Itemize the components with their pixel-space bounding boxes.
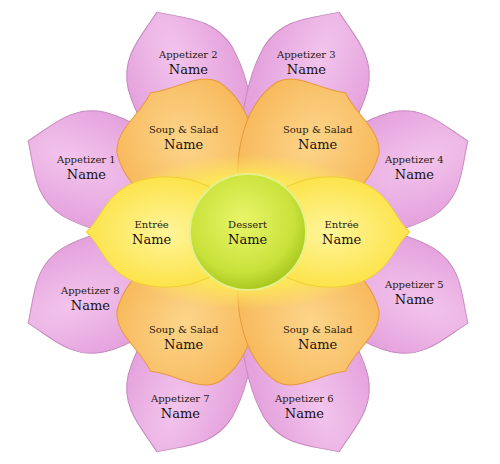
course-label: Appetizer 3	[277, 48, 336, 61]
course-label: Soup & Salad	[283, 123, 352, 136]
guest-name: Name	[277, 61, 336, 78]
appetizer-petal: Appetizer 4Name	[381, 151, 448, 185]
appetizer-petal: Appetizer 3Name	[273, 46, 340, 80]
course-label: Appetizer 2	[159, 48, 218, 61]
soup-salad-petal: Soup & SaladName	[145, 321, 222, 355]
course-label: Entrée	[322, 218, 361, 231]
entree-petal: EntréeName	[128, 216, 175, 250]
appetizer-petal: Appetizer 1Name	[53, 151, 120, 185]
course-label: Appetizer 7	[151, 392, 210, 405]
soup-salad-petal: Soup & SaladName	[145, 121, 222, 155]
appetizer-petal: Appetizer 6Name	[271, 390, 338, 424]
course-label: Soup & Salad	[283, 323, 352, 336]
entree-petal: EntréeName	[318, 216, 365, 250]
course-label: Appetizer 6	[275, 392, 334, 405]
dessert-circle: DessertName	[224, 216, 271, 250]
guest-name: Name	[283, 136, 352, 153]
course-label: Dessert	[228, 218, 267, 231]
guest-name: Name	[322, 231, 361, 248]
guest-name: Name	[61, 297, 120, 314]
soup-salad-petal: Soup & SaladName	[279, 321, 356, 355]
guest-name: Name	[132, 231, 171, 248]
course-label: Appetizer 4	[385, 153, 444, 166]
course-label: Entrée	[132, 218, 171, 231]
guest-name: Name	[228, 231, 267, 248]
guest-name: Name	[385, 166, 444, 183]
guest-name: Name	[275, 405, 334, 422]
guest-name: Name	[159, 61, 218, 78]
course-label: Soup & Salad	[149, 323, 218, 336]
appetizer-petal: Appetizer 2Name	[155, 46, 222, 80]
guest-name: Name	[149, 336, 218, 353]
guest-name: Name	[385, 291, 444, 308]
course-label: Appetizer 1	[57, 153, 116, 166]
guest-name: Name	[149, 136, 218, 153]
soup-salad-petal: Soup & SaladName	[279, 121, 356, 155]
guest-name: Name	[57, 166, 116, 183]
course-label: Soup & Salad	[149, 123, 218, 136]
guest-name: Name	[151, 405, 210, 422]
appetizer-petal: Appetizer 8Name	[57, 282, 124, 316]
course-label: Appetizer 5	[385, 278, 444, 291]
appetizer-petal: Appetizer 5Name	[381, 276, 448, 310]
course-label: Appetizer 8	[61, 284, 120, 297]
appetizer-petal: Appetizer 7Name	[147, 390, 214, 424]
guest-name: Name	[283, 336, 352, 353]
